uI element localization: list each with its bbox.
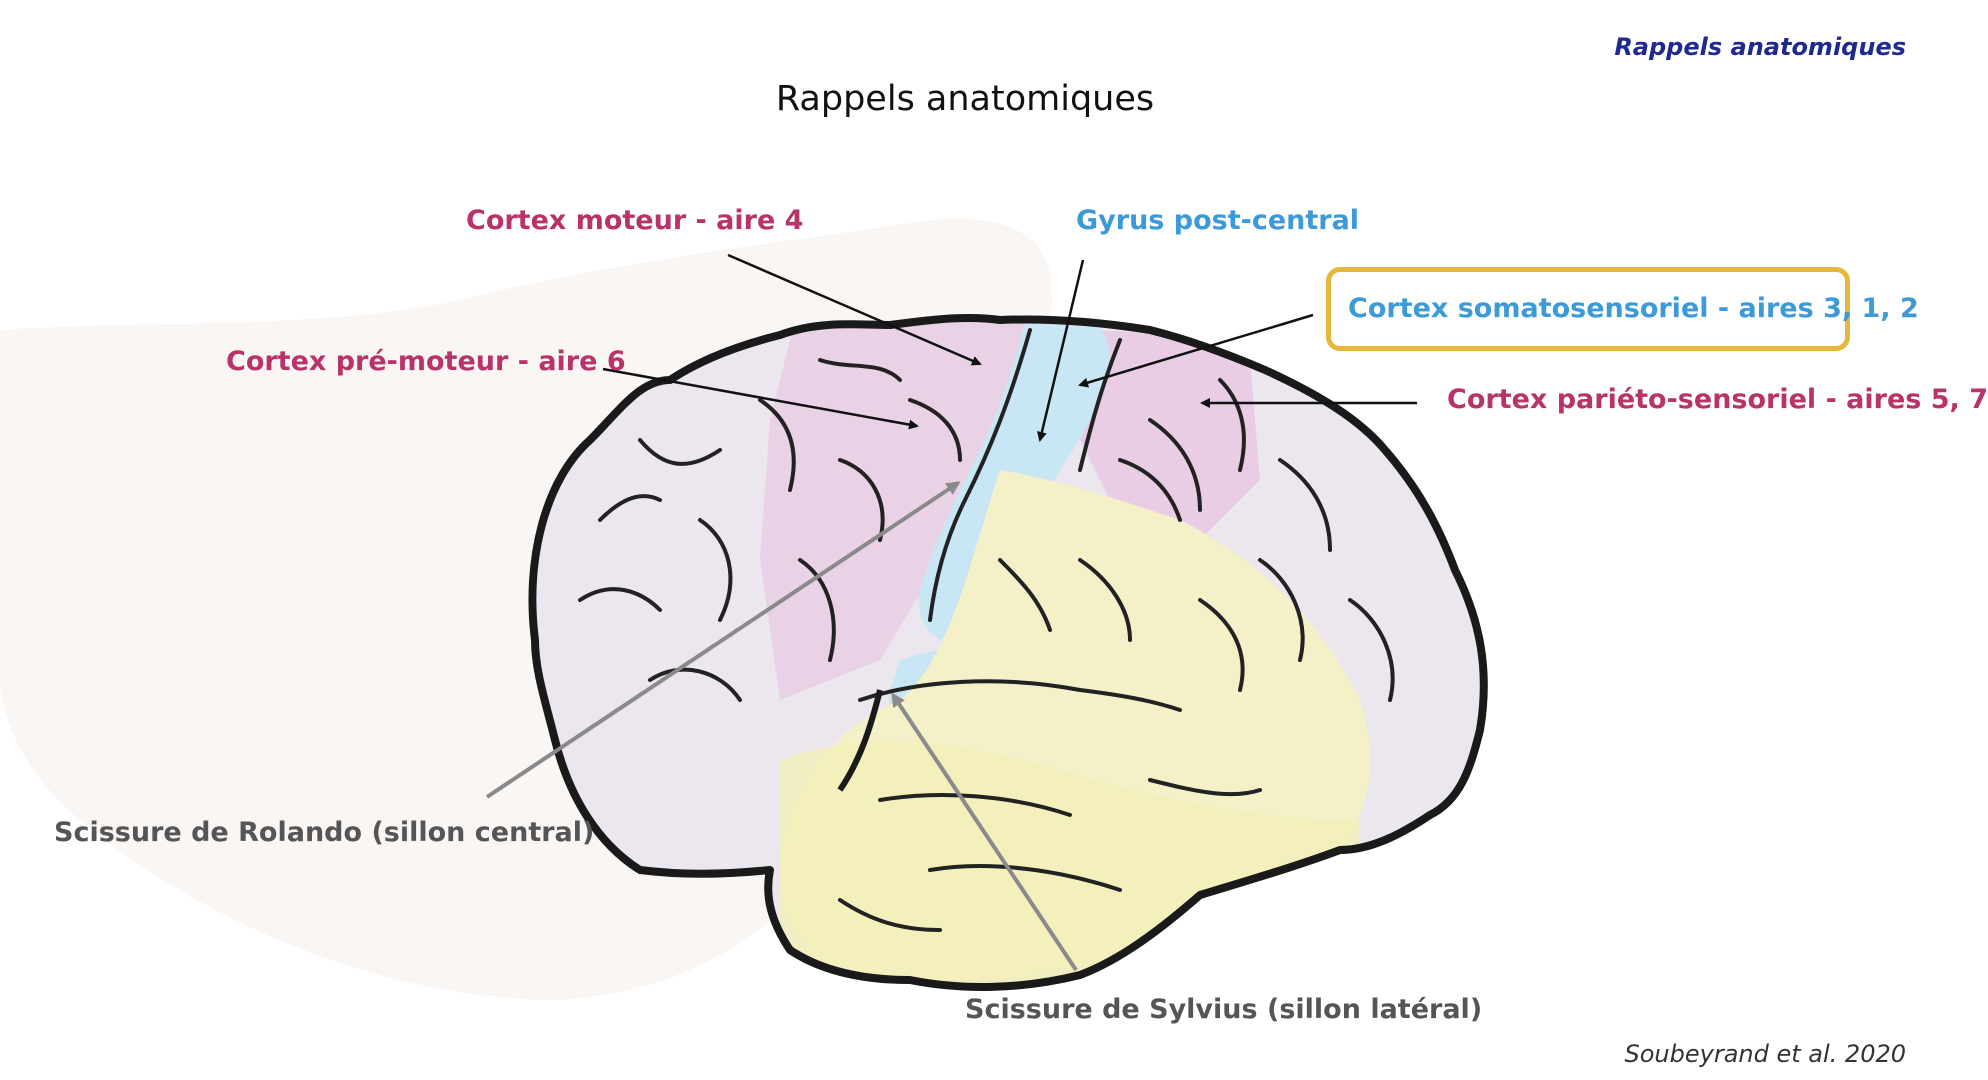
label-somatosensory-cortex: Cortex somatosensoriel - aires 3, 1, 2 bbox=[1348, 293, 1919, 324]
arrow-premotor-cortex bbox=[602, 367, 919, 430]
label-parietal-sensory-cortex: Cortex pariéto-sensoriel - aires 5, 7 bbox=[1447, 384, 1988, 415]
sulci bbox=[578, 328, 1395, 932]
section-tag: Rappels anatomiques bbox=[1614, 33, 1906, 61]
label-sylvius-fissure: Scissure de Sylvius (sillon latéral) bbox=[965, 994, 1483, 1025]
label-motor-cortex: Cortex moteur - aire 4 bbox=[466, 205, 804, 236]
page-title: Rappels anatomiques bbox=[775, 79, 1155, 119]
arrow-rolando-fissure bbox=[485, 481, 961, 799]
pointer-lines bbox=[602, 253, 1417, 442]
arrow-motor-cortex bbox=[727, 253, 982, 366]
label-rolando-fissure: Scissure de Rolando (sillon central) bbox=[54, 817, 595, 848]
label-premotor-cortex: Cortex pré-moteur - aire 6 bbox=[226, 346, 626, 377]
sylvian-fissure-line bbox=[837, 689, 883, 792]
region-motor bbox=[760, 317, 1070, 700]
citation: Soubeyrand et al. 2020 bbox=[1624, 1040, 1907, 1068]
brain-diagram bbox=[0, 218, 1488, 1001]
arrow-postcentral-gyrus bbox=[1036, 259, 1085, 442]
arrow-somatosensory-cortex bbox=[1078, 313, 1314, 388]
fissure-pointers bbox=[485, 481, 1078, 972]
arrow-sylvius-fissure bbox=[891, 692, 1078, 972]
brain-outline bbox=[528, 313, 1488, 991]
highlight-box bbox=[1326, 267, 1850, 351]
label-postcentral-gyrus: Gyrus post-central bbox=[1076, 205, 1360, 236]
